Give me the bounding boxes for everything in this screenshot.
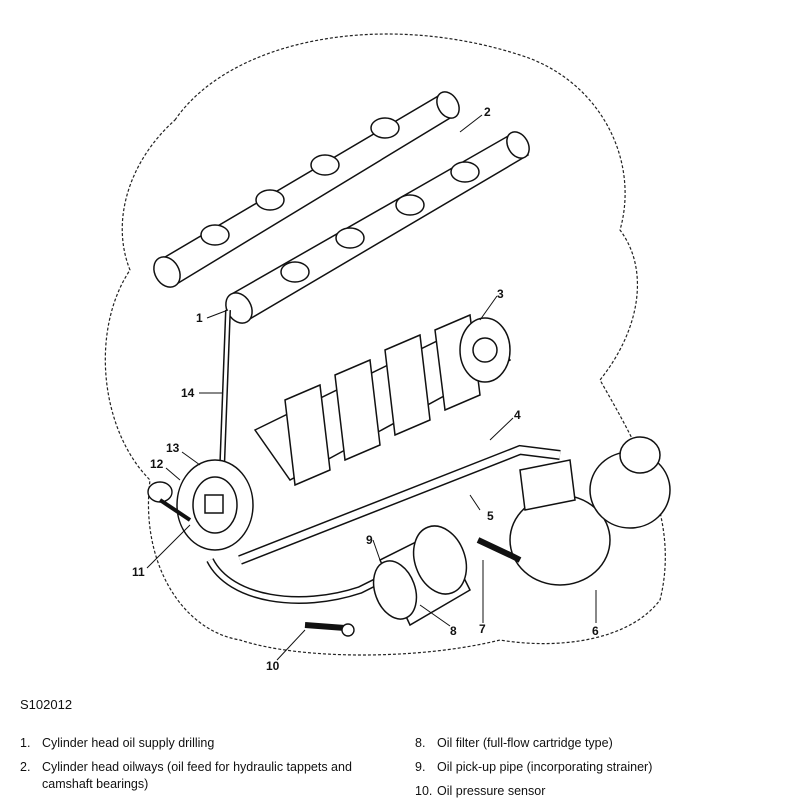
oil-filter — [372, 525, 471, 627]
legend-number: 2. — [20, 759, 31, 774]
turbocharger — [509, 436, 671, 586]
legend-right: 8. Oil filter (full-flow cartridge type)… — [415, 735, 785, 807]
turbo-feed-pipe — [476, 537, 522, 563]
callout-5: 5 — [487, 509, 494, 523]
crankshaft — [253, 313, 512, 487]
callout-10: 10 — [266, 659, 280, 673]
leader-lines — [146, 114, 597, 661]
legend-text: Oil pick-up pipe (incorporating strainer… — [437, 759, 653, 774]
callout-3: 3 — [497, 287, 504, 301]
engine-outline — [104, 33, 666, 656]
legend-item: 1. Cylinder head oil supply drilling — [20, 735, 390, 752]
legend-item: 2. Cylinder head oilways (oil feed for h… — [20, 759, 390, 793]
legend-number: 8. — [415, 736, 426, 750]
callout-6: 6 — [592, 624, 599, 638]
pressure-relief-valve — [147, 481, 192, 522]
legend-number: 1. — [20, 736, 31, 750]
callout-9: 9 — [366, 533, 373, 547]
legend-left: 1. Cylinder head oil supply drilling 2. … — [20, 735, 390, 800]
callout-7: 7 — [479, 622, 486, 636]
callout-2: 2 — [484, 105, 491, 119]
callout-4: 4 — [514, 408, 521, 422]
legend-text: Oil pressure sensor — [437, 783, 546, 798]
callout-13: 13 — [166, 441, 180, 455]
legend-text: Oil filter (full-flow cartridge type) — [437, 736, 613, 750]
legend-item: 9. Oil pick-up pipe (incorporating strai… — [415, 759, 785, 776]
legend-number: 10. — [415, 783, 433, 798]
legend-text: Cylinder head oil supply drilling — [42, 736, 215, 750]
oil-pump-pulley — [176, 459, 254, 551]
legend-text: Cylinder head oilways (oil feed for hydr… — [42, 759, 352, 791]
callout-14: 14 — [181, 386, 195, 400]
legend-item: 10. Oil pressure sensor — [415, 783, 785, 800]
figure-reference: S102012 — [20, 697, 73, 712]
callout-8: 8 — [450, 624, 457, 638]
callout-11: 11 — [132, 565, 145, 579]
intake-camshaft — [153, 91, 460, 288]
callout-1: 1 — [196, 311, 203, 325]
callout-12: 12 — [150, 457, 164, 471]
legend-number: 9. — [415, 759, 426, 774]
oil-pickup-pipe — [206, 558, 392, 604]
exhaust-camshaft — [225, 131, 530, 324]
legend-item: 8. Oil filter (full-flow cartridge type) — [415, 735, 785, 752]
oil-pressure-sensor — [304, 622, 355, 637]
